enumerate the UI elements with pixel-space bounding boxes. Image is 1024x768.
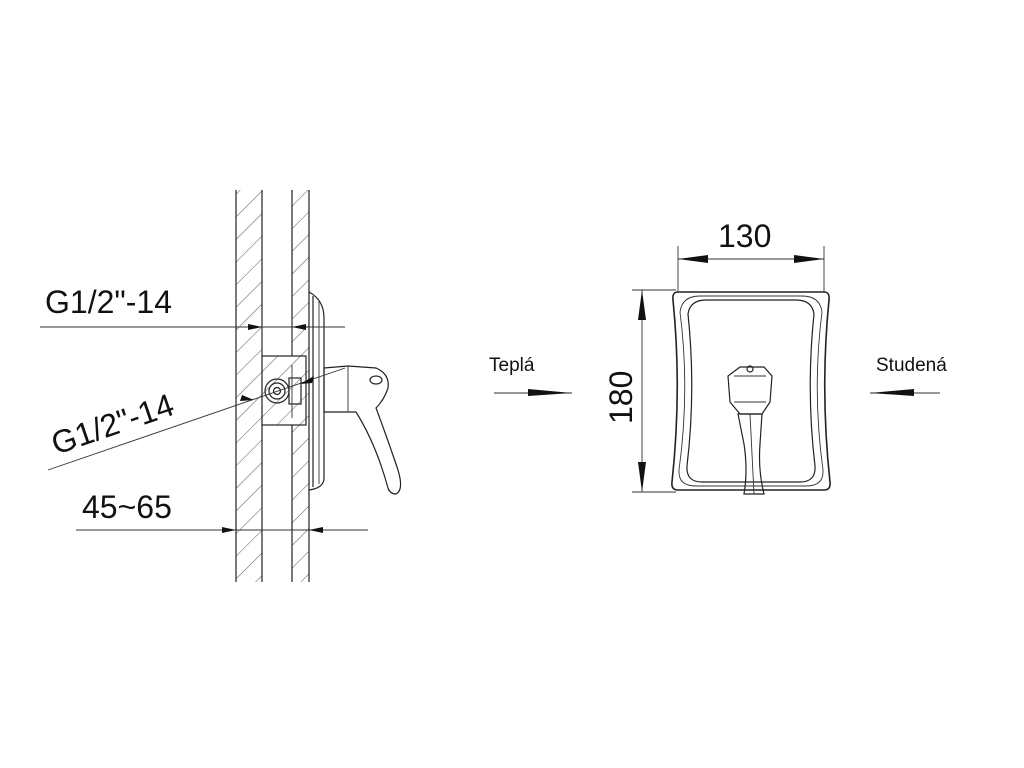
front-view: 130 180 Teplá Studená (489, 218, 947, 495)
mixer-handle-front (727, 365, 773, 495)
depth-label: 45~65 (82, 489, 172, 525)
thread-leader-angled (47, 367, 346, 471)
thread-label-angled: G1/2"-14 (47, 386, 179, 461)
mixer-body (261, 355, 307, 426)
depth-dimension (76, 527, 368, 533)
cover-plate-side (308, 291, 325, 491)
mixer-handle-side (323, 365, 402, 495)
width-dimension (677, 246, 825, 292)
thread-dimension-top (40, 318, 345, 356)
cover-plate-front (671, 291, 831, 491)
width-label: 130 (718, 218, 771, 254)
height-label: 180 (603, 371, 639, 424)
cold-label: Studená (876, 355, 947, 376)
height-dimension (632, 289, 676, 493)
cold-inlet-arrow (870, 389, 940, 396)
hot-inlet-arrow (494, 389, 572, 396)
wall-section (235, 190, 310, 582)
thread-label-top: G1/2"-14 (45, 284, 172, 320)
side-view: G1/2"-14 G1/2"-14 45~65 (40, 190, 402, 582)
hot-label: Teplá (489, 355, 535, 376)
